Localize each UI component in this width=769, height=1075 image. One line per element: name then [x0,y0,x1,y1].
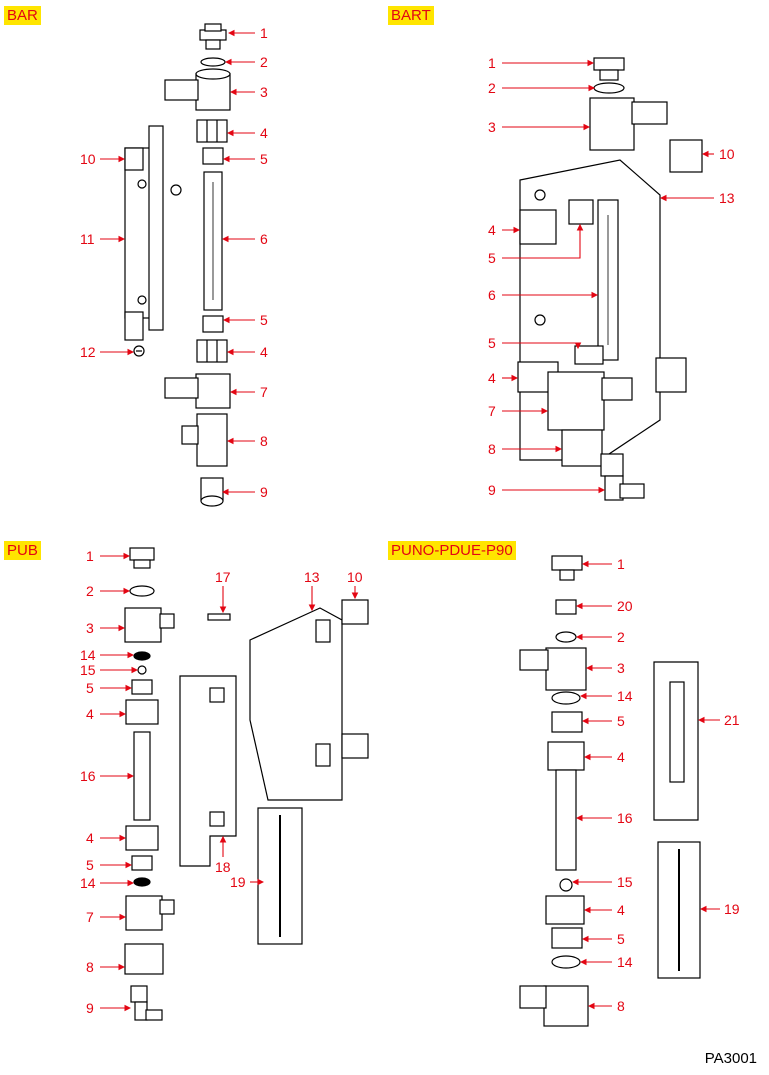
callout-pub-5: 5 [86,680,94,696]
callout-bar-1: 1 [260,25,268,41]
callout-bar-4b: 4 [260,344,268,360]
callout-pub-2: 2 [86,583,94,599]
callout-bar-11: 11 [80,231,95,247]
callout-labels-puno: 1 20 2 3 14 5 4 16 15 4 5 14 8 21 19 [617,556,740,1014]
callout-pub-3: 3 [86,620,94,636]
callout-puno-8: 8 [617,998,625,1014]
callout-bar-3: 3 [260,84,268,100]
callout-pub-18: 18 [215,859,231,875]
document-code: PA3001 [704,1050,757,1067]
callout-puno-14b: 14 [617,954,633,970]
callout-pub-9: 9 [86,1000,94,1016]
callout-puno-4b: 4 [617,902,625,918]
callout-pub-4: 4 [86,706,94,722]
callout-bar-8: 8 [260,433,268,449]
puno-assembly-drawing [519,555,701,1027]
callout-bar-12: 12 [80,344,96,360]
callout-bart-3: 3 [488,119,496,135]
callout-bart-7: 7 [488,403,496,419]
callout-bart-5: 5 [488,250,496,266]
callout-pub-19: 19 [230,874,246,890]
section-title-pub: PUB [4,541,41,560]
callout-bart-13: 13 [719,190,735,206]
callout-bart-9: 9 [488,482,496,498]
callout-puno-2: 2 [617,629,625,645]
callout-labels-bar: 1 2 3 4 5 6 5 4 7 8 9 10 11 12 [80,25,268,500]
callout-bar-6: 6 [260,231,268,247]
pub-assembly-drawing [124,547,369,1021]
callout-bar-5b: 5 [260,312,268,328]
callout-bart-5b: 5 [488,335,496,351]
bar-assembly-drawing [124,23,231,507]
callout-bart-10: 10 [719,146,735,162]
callout-labels-pub: 1 2 3 14 15 5 4 16 4 5 14 7 8 9 17 13 10… [80,548,363,1016]
callout-pub-8: 8 [86,959,94,975]
callout-pub-10: 10 [347,569,363,585]
callout-puno-1: 1 [617,556,625,572]
section-title-bart: BART [388,6,434,25]
callout-puno-3: 3 [617,660,625,676]
callout-bar-4: 4 [260,125,268,141]
callout-pub-16: 16 [80,768,96,784]
callout-labels-bart: 1 2 3 4 5 6 5 4 7 8 9 10 13 [488,55,735,498]
callout-puno-4: 4 [617,749,625,765]
callout-pub-14b: 14 [80,875,96,891]
callout-puno-14: 14 [617,688,633,704]
callout-puno-15: 15 [617,874,633,890]
callout-pub-15: 15 [80,662,96,678]
callout-puno-20: 20 [617,598,633,614]
callout-pub-13: 13 [304,569,320,585]
callout-bart-4b: 4 [488,370,496,386]
callout-puno-5: 5 [617,713,625,729]
callout-bar-2: 2 [260,54,268,70]
callout-pub-17: 17 [215,569,231,585]
callout-bar-5: 5 [260,151,268,167]
callout-bart-1: 1 [488,55,496,71]
callout-puno-19: 19 [724,901,740,917]
section-title-puno: PUNO-PDUE-P90 [388,541,516,560]
callout-bart-8: 8 [488,441,496,457]
callout-bar-10: 10 [80,151,96,167]
callout-puno-5b: 5 [617,931,625,947]
callout-pub-5b: 5 [86,857,94,873]
callout-puno-21: 21 [724,712,740,728]
callout-bart-6: 6 [488,287,496,303]
callout-bar-7: 7 [260,384,268,400]
section-title-bar: BAR [4,6,41,25]
callout-pub-1: 1 [86,548,94,564]
callout-leaders [100,29,720,1012]
callout-pub-14: 14 [80,647,96,663]
bart-assembly-drawing [517,57,703,501]
callout-bart-4: 4 [488,222,496,238]
callout-pub-4b: 4 [86,830,94,846]
callout-puno-16: 16 [617,810,633,826]
callout-pub-7: 7 [86,909,94,925]
callout-bar-9: 9 [260,484,268,500]
callout-bart-2: 2 [488,80,496,96]
